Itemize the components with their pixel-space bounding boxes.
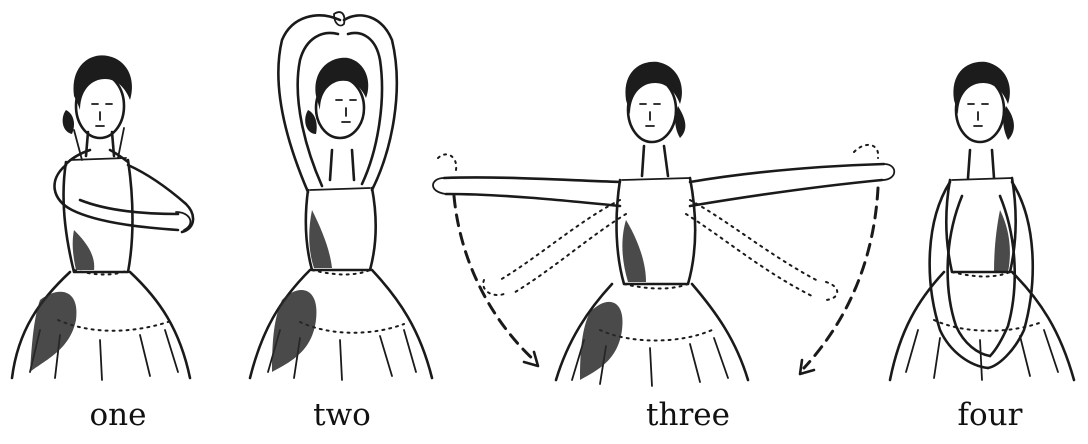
figure-one-dancer [12, 55, 193, 380]
caption-one: one [48, 398, 188, 432]
caption-three: three [618, 398, 758, 432]
caption-two: two [272, 398, 412, 432]
caption-four: four [920, 398, 1060, 432]
figure-two-dancer [250, 12, 432, 380]
figure-four-dancer [890, 62, 1074, 380]
figure-three-dancer [433, 62, 894, 386]
